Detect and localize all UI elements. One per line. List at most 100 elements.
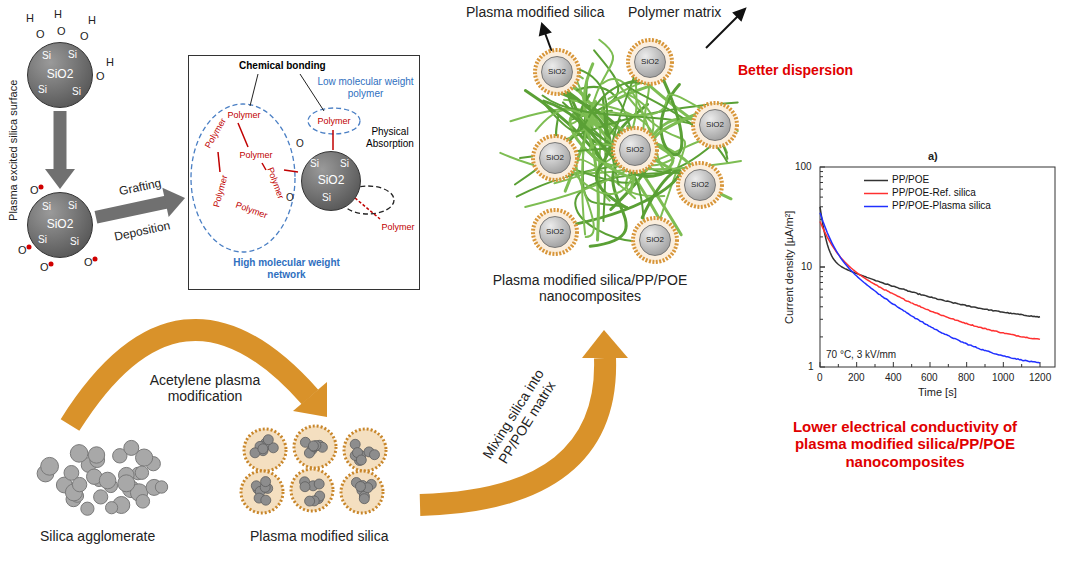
text-label: 0 (817, 372, 823, 384)
silica-particle (106, 502, 118, 514)
bond-line (332, 130, 334, 150)
caption-label: Plasma modified silica (250, 528, 389, 544)
polymer-fibers (500, 40, 741, 247)
silica-particle (124, 440, 139, 455)
text-label: O (57, 25, 66, 38)
silica-particle (300, 482, 310, 492)
axis-tick (820, 171, 823, 172)
silica-particle: SiO2 (634, 46, 666, 78)
arrow-head (45, 169, 75, 189)
polymer-coating (628, 40, 672, 84)
axis-tick (820, 367, 825, 368)
axis-tick (820, 267, 825, 268)
silica-particle (155, 481, 167, 493)
silica-particle: SiO2 (639, 224, 671, 256)
inset-box: Chemical bondingLow molecular weight pol… (188, 55, 420, 290)
silica-particle (135, 466, 148, 479)
bond-line (218, 152, 220, 172)
silica-particle (359, 494, 369, 504)
particle-label: SiO2 (318, 174, 345, 187)
silica-particle: SiO2 (539, 216, 571, 248)
particle-label: SiO2 (641, 58, 659, 67)
silica-particle (308, 441, 318, 451)
plot-frame (820, 167, 1055, 367)
generated-art (37, 40, 1055, 516)
arrow-head (162, 188, 185, 217)
particle-label: SiO2 (626, 146, 644, 155)
text-label: Si (72, 86, 81, 98)
axis-tick (820, 297, 823, 298)
silica-particle (118, 475, 135, 492)
text-label: O (18, 244, 27, 257)
rotated-label: Grafting (118, 177, 163, 199)
text-label: Si (42, 50, 51, 62)
caption-label: Better dispersion (738, 62, 853, 78)
arrow-head (582, 330, 628, 358)
rotated-label: Current density [µA/m²] (784, 210, 797, 323)
caption-label: Silica agglomerate (40, 528, 155, 544)
silica-particle (261, 477, 271, 487)
silica-particle (314, 479, 324, 489)
silica-particle (356, 455, 366, 465)
text-label: 100 (795, 161, 812, 173)
text-label: O (40, 261, 49, 274)
silica-particle (258, 444, 268, 454)
text-label: Polymer (239, 150, 272, 160)
legend-sample (864, 193, 888, 195)
inset-text: Low molecular weight polymer (313, 76, 418, 99)
polymer-coating (535, 50, 579, 94)
silica-particle (370, 450, 380, 460)
arrow-head (293, 382, 327, 417)
text-label: Si (322, 192, 331, 204)
dashed-ellipse (308, 108, 360, 134)
bond-line (284, 170, 298, 172)
axis-tick (930, 362, 931, 367)
text-label: H (106, 56, 114, 69)
bond-line (262, 163, 266, 170)
plasma-silica-clusters (241, 426, 386, 513)
text-label: 1 (808, 361, 814, 373)
text-label: O (36, 28, 45, 41)
text-label: O (80, 30, 89, 43)
coating-shell (244, 429, 286, 471)
polymer-coating (693, 103, 737, 147)
axis-tick (820, 336, 823, 337)
text-label: H (88, 14, 96, 27)
text-label: Si (70, 236, 79, 248)
text-label: 10 (801, 261, 812, 273)
text-label: Si (42, 201, 51, 213)
text-label: 200 (848, 372, 865, 384)
inset-text: High molecular weight network (219, 257, 354, 280)
coating-shell (344, 429, 386, 471)
axis-tick (820, 197, 823, 198)
axis-tick (966, 362, 967, 367)
text-label: Polymer (317, 116, 350, 126)
inset-decor (191, 74, 394, 252)
rotated-label: Polymer (265, 166, 286, 201)
axis-tick (820, 319, 823, 320)
text-label: 1000 (992, 372, 1014, 384)
axis-tick (820, 182, 823, 183)
silica-particle (261, 495, 271, 505)
axis-tick (1003, 362, 1004, 367)
caption-label: Acetylene plasma modification (135, 372, 275, 404)
axis-tick (820, 362, 821, 367)
axis-tick (820, 271, 823, 272)
caption-label: Lower electrical conductivity of plasma … (780, 418, 1030, 470)
rotated-label: Deposition (113, 219, 171, 244)
axis-tick (820, 236, 823, 237)
dashed-ellipse (191, 104, 295, 252)
silica-particle: SiO2 (27, 192, 93, 258)
silica-particle (81, 502, 94, 515)
text-label: Si (38, 234, 47, 246)
axis-tick (820, 289, 823, 290)
text-label: Si (68, 200, 77, 212)
axis-tick (820, 176, 823, 177)
silica-particle (41, 457, 59, 475)
axis-tick (820, 167, 825, 168)
text-label: Si (68, 49, 77, 61)
particle-label: SiO2 (691, 181, 709, 190)
axis-tick (893, 362, 894, 367)
legend-text: PP/POE-Plasma silica (892, 200, 991, 212)
current-density-chart (820, 167, 1055, 367)
